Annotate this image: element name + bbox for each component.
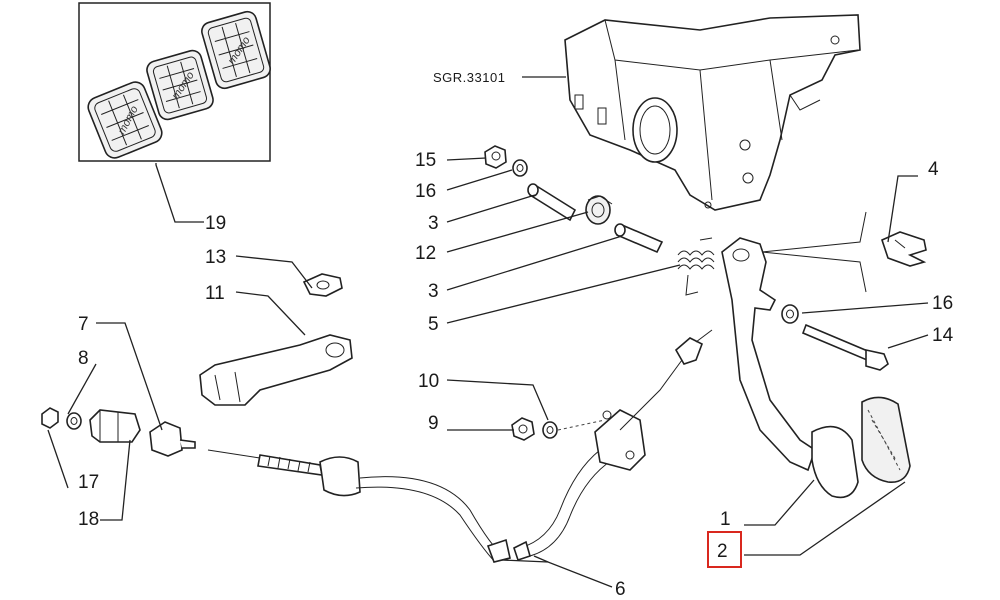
washer-part-10 [542, 421, 558, 439]
callout-2: 2 [717, 541, 728, 562]
retainer-clip-part-13 [302, 273, 343, 297]
clip-part-4 [881, 231, 927, 267]
callout-18: 18 [78, 509, 99, 530]
cable-end-part-7 [149, 421, 196, 457]
washer-part-16-top [512, 159, 528, 177]
callout-3-lower: 3 [428, 281, 439, 302]
spacer-part-12 [585, 195, 613, 225]
pedal-pad-right: momo [201, 10, 271, 90]
reference-code: SGR.33101 [433, 70, 505, 85]
pedal-cover-inset: momo momo momo [78, 2, 271, 162]
callout-4: 4 [928, 159, 939, 180]
callout-1: 1 [720, 509, 731, 530]
callout-13: 13 [205, 247, 226, 268]
clutch-pedal-part-1 [721, 237, 859, 499]
callout-16-right: 16 [932, 293, 953, 314]
pedal-pad-middle: momo [146, 49, 214, 121]
callout-5: 5 [428, 314, 439, 335]
callout-12: 12 [415, 243, 436, 264]
return-spring-part-5 [677, 237, 715, 296]
callout-14: 14 [932, 325, 954, 346]
callout-16-top: 16 [415, 181, 436, 202]
nut-part-17 [41, 407, 59, 429]
callout-19: 19 [205, 213, 226, 234]
callout-15: 15 [415, 150, 436, 171]
washer-part-8 [66, 412, 82, 430]
callout-17: 17 [78, 472, 99, 493]
nut-part-9 [511, 417, 535, 441]
callout-6: 6 [615, 579, 626, 600]
bracket-part-18 [89, 409, 141, 443]
clutch-cable-part-6 [207, 329, 713, 563]
pedal-box-bracket [564, 14, 861, 211]
pedal-pad-left: momo [87, 81, 163, 159]
callout-11: 11 [205, 283, 225, 304]
highlight-box-callout-2 [707, 531, 742, 568]
callout-10: 10 [418, 371, 439, 392]
release-lever-part-11 [199, 334, 353, 406]
leader-lines [47, 157, 929, 588]
nut-part-15 [484, 145, 507, 169]
callout-7: 7 [78, 314, 89, 335]
washer-part-16-right [781, 304, 799, 324]
bushing-part-3-upper [527, 183, 577, 222]
callout-3-upper: 3 [428, 213, 439, 234]
bushing-part-3-lower [614, 223, 664, 254]
pedal-pad-part-2 [861, 396, 911, 483]
bolt-part-14 [801, 323, 889, 371]
callout-8: 8 [78, 348, 89, 369]
callout-9: 9 [428, 413, 439, 434]
